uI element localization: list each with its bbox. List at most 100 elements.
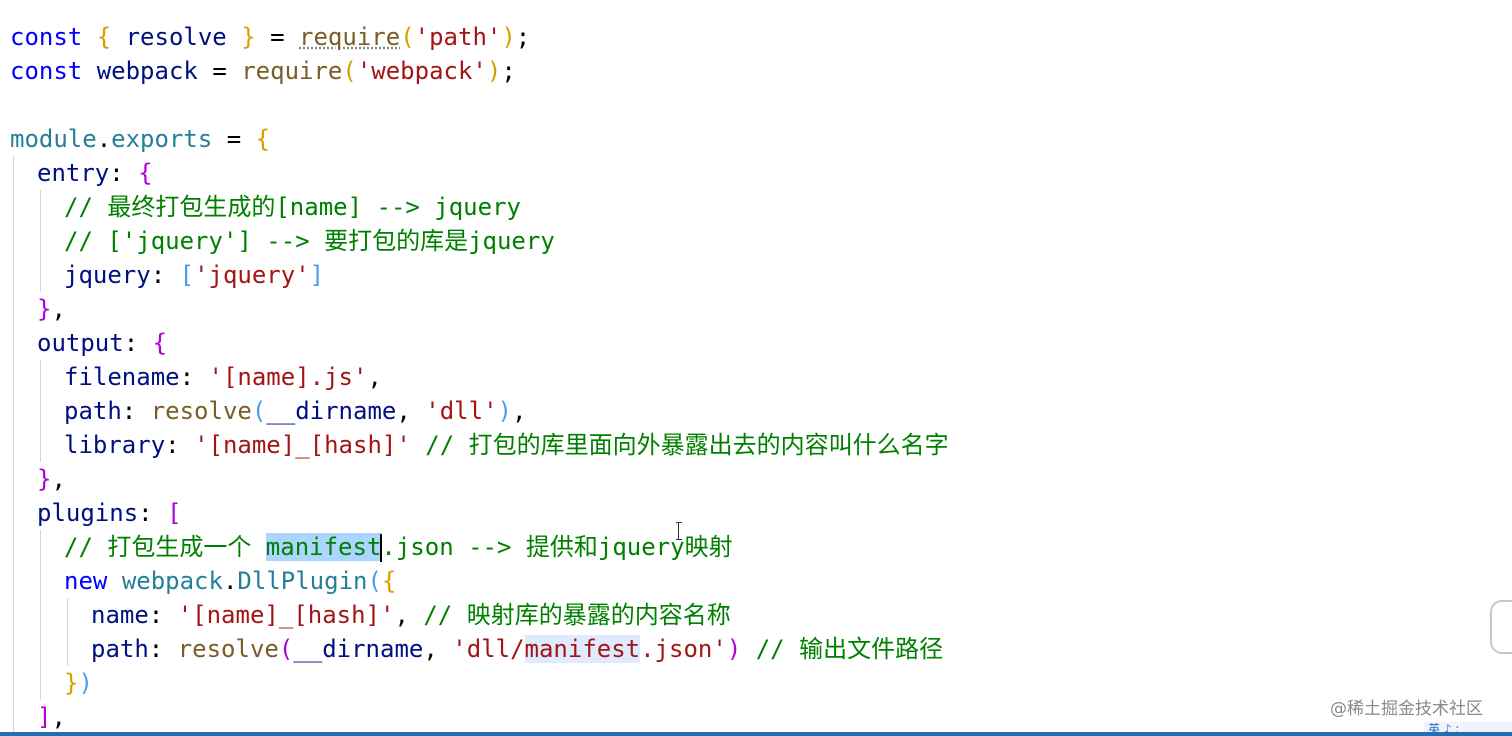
code-line-10: output: { (37, 326, 167, 360)
code-line-7: // ['jquery'] --> 要打包的库是jquery (64, 224, 555, 258)
comma: , (367, 363, 382, 391)
bracket: ] (37, 703, 52, 731)
bracket: [ (167, 499, 182, 527)
comma: , (511, 397, 527, 425)
semicolon: ; (515, 23, 531, 51)
property: plugins (37, 499, 139, 527)
scroll-handle[interactable] (1490, 600, 1512, 654)
paren: ) (501, 23, 516, 51)
paren: ( (342, 57, 357, 85)
colon: : (165, 431, 180, 459)
property: entry (37, 159, 110, 187)
comment: .json --> 提供和jquery映射 (381, 533, 733, 561)
identifier: module (10, 125, 97, 153)
property: jquery (64, 261, 151, 289)
function-name: resolve (177, 635, 279, 663)
bracket: [ (179, 261, 195, 289)
colon: : (148, 601, 164, 629)
class-name: DllPlugin (237, 567, 368, 595)
colon: : (109, 159, 124, 187)
indent-guide (40, 190, 41, 292)
comma: , (51, 295, 66, 323)
colon: : (123, 329, 139, 357)
keyword: const (10, 57, 83, 85)
colon: : (121, 397, 137, 425)
identifier: resolve (125, 23, 227, 51)
brace: { (152, 329, 168, 357)
colon: : (138, 499, 153, 527)
string: 'path' (414, 23, 502, 51)
colon: : (179, 363, 195, 391)
indent-guide (40, 360, 41, 462)
semicolon: ; (501, 57, 516, 85)
function-name: require (299, 23, 401, 51)
watermark: @稀土掘金技术社区 (1330, 699, 1483, 719)
function-name: require (241, 57, 343, 85)
string: 'dll' (425, 397, 498, 425)
comma: , (394, 601, 409, 629)
comment: // ['jquery'] --> 要打包的库是jquery (64, 227, 555, 255)
dot: . (222, 567, 238, 595)
brace: } (37, 295, 52, 323)
mouse-ibeam-cursor (676, 522, 682, 540)
comment: // 映射库的暴露的内容名称 (423, 601, 731, 629)
identifier: __dirname (293, 635, 424, 663)
indent-guide (13, 156, 14, 732)
comment: // 最终打包生成的[name] --> jquery (64, 193, 521, 221)
paren: ( (251, 397, 267, 425)
paren: ) (726, 635, 742, 663)
brace: { (255, 125, 271, 153)
brace: } (37, 465, 52, 493)
paren: ( (278, 635, 294, 663)
code-line-17: new webpack.DllPlugin({ (64, 564, 396, 598)
string: '[name]_[hash]' (177, 601, 395, 629)
colon: : (148, 635, 164, 663)
identifier: __dirname (266, 397, 397, 425)
code-line-15: plugins: [ (37, 496, 182, 530)
paren: ) (497, 397, 512, 425)
indent-guide (40, 530, 41, 700)
operator: = (212, 57, 227, 85)
indent-guide (67, 598, 68, 666)
string: 'jquery' (194, 261, 310, 289)
operator: = (270, 23, 285, 51)
code-line-21: ], (37, 700, 66, 734)
function-name: resolve (150, 397, 252, 425)
code-line-19: path: resolve(__dirname, 'dll/manifest.j… (91, 632, 943, 666)
code-line-4: module.exports = { (10, 122, 270, 156)
bracket: ] (309, 261, 325, 289)
code-line-16: // 打包生成一个 manifest.json --> 提供和jquery映射 (64, 530, 733, 564)
string: '[name]_[hash]' (194, 431, 411, 459)
keyword: new (64, 567, 108, 595)
dot: . (96, 125, 112, 153)
paren: ( (367, 567, 382, 595)
selected-text: manifest (265, 533, 382, 561)
paren: ( (400, 23, 415, 51)
status-bar (0, 732, 1512, 736)
code-line-13: library: '[name]_[hash]' // 打包的库里面向外暴露出去… (64, 428, 949, 462)
code-line-9: }, (37, 292, 66, 326)
operator: = (226, 125, 242, 153)
string: .json' (640, 635, 727, 663)
code-line-2: const webpack = require('webpack'); (10, 54, 516, 88)
property: library (64, 431, 166, 459)
comma: , (423, 635, 438, 663)
brace: { (138, 159, 153, 187)
code-line-20: }) (64, 666, 93, 700)
property: name (91, 601, 149, 629)
code-line-14: }, (37, 462, 66, 496)
text-cursor (380, 534, 383, 562)
comma: , (51, 465, 66, 493)
string: '[name].js' (208, 363, 368, 391)
code-line-1: const { resolve } = require('path'); (10, 20, 530, 54)
identifier: webpack (121, 567, 223, 595)
code-line-11: filename: '[name].js', (64, 360, 382, 394)
code-line-6: // 最终打包生成的[name] --> jquery (64, 190, 521, 224)
property: filename (64, 363, 180, 391)
code-line-5: entry: { (37, 156, 153, 190)
comma: , (396, 397, 411, 425)
code-line-12: path: resolve(__dirname, 'dll'), (64, 394, 526, 428)
string: 'webpack' (356, 57, 487, 85)
keyword: const (10, 23, 83, 51)
